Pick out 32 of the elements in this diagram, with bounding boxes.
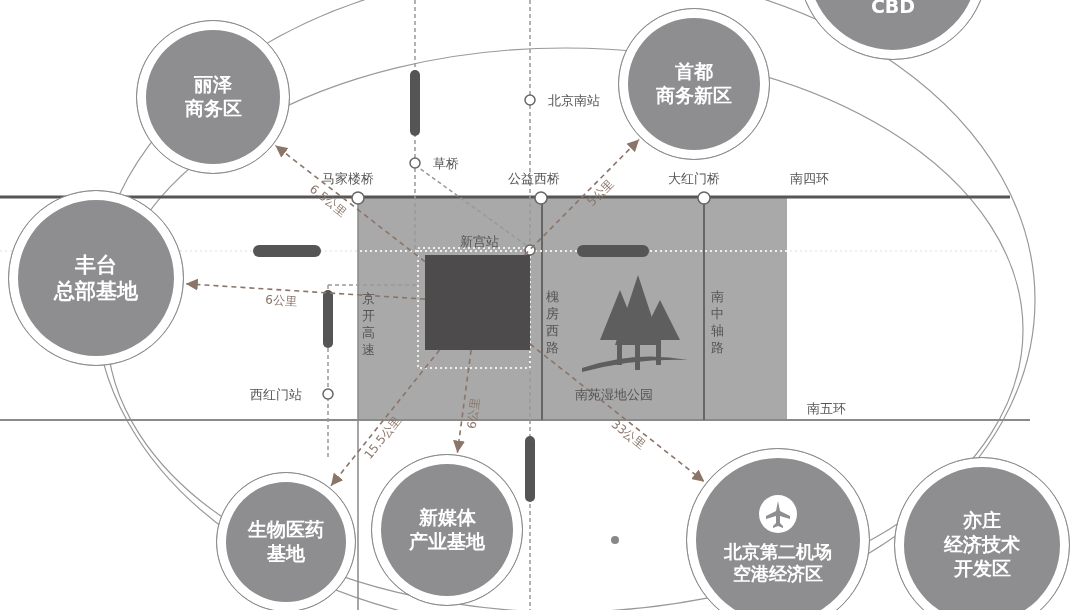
place-label: 新宫站 (460, 233, 499, 251)
distance-label: 33公里 (607, 416, 649, 455)
road-label: 南中轴路 (711, 288, 724, 356)
area-name: 丽泽商务区 (184, 73, 242, 121)
area-name: 亦庄经济技术开发区 (944, 509, 1020, 581)
area-name: 新媒体产业基地 (409, 506, 485, 554)
distance-arrow (453, 349, 472, 454)
area-name: 生物医药基地 (248, 518, 324, 566)
distance-arrow (330, 349, 441, 487)
area-name: CBD (870, 0, 916, 19)
road-label: 槐房西路 (546, 288, 559, 356)
area-name: 北京第二机场空港经济区 (724, 540, 832, 586)
place-label: 马家楼桥 (322, 170, 374, 186)
distance-arrow (274, 144, 426, 263)
area-name: 首都商务新区 (656, 60, 732, 108)
road-label: 京开高速 (362, 290, 375, 358)
site-block (425, 255, 530, 350)
place-label: 北京南站 (548, 92, 600, 110)
distance-label: 5公里 (583, 176, 618, 211)
place-label: 大红门桥 (668, 170, 720, 188)
distance-arrow (185, 278, 426, 300)
distance-label: 6公里 (463, 396, 484, 430)
place-label: 南苑湿地公园 (575, 386, 653, 404)
place-label: 草桥 (433, 155, 459, 173)
place-label: 西红门站 (250, 386, 302, 404)
area-name: 丰台总部基地 (54, 251, 138, 305)
place-label: 公益西桥 (508, 170, 560, 188)
distance-arrow (523, 138, 640, 256)
distance-arrow (529, 343, 706, 483)
distance-label: 6公里 (264, 291, 298, 311)
place-label: 南五环 (807, 400, 846, 418)
place-label: 南四环 (790, 170, 829, 188)
